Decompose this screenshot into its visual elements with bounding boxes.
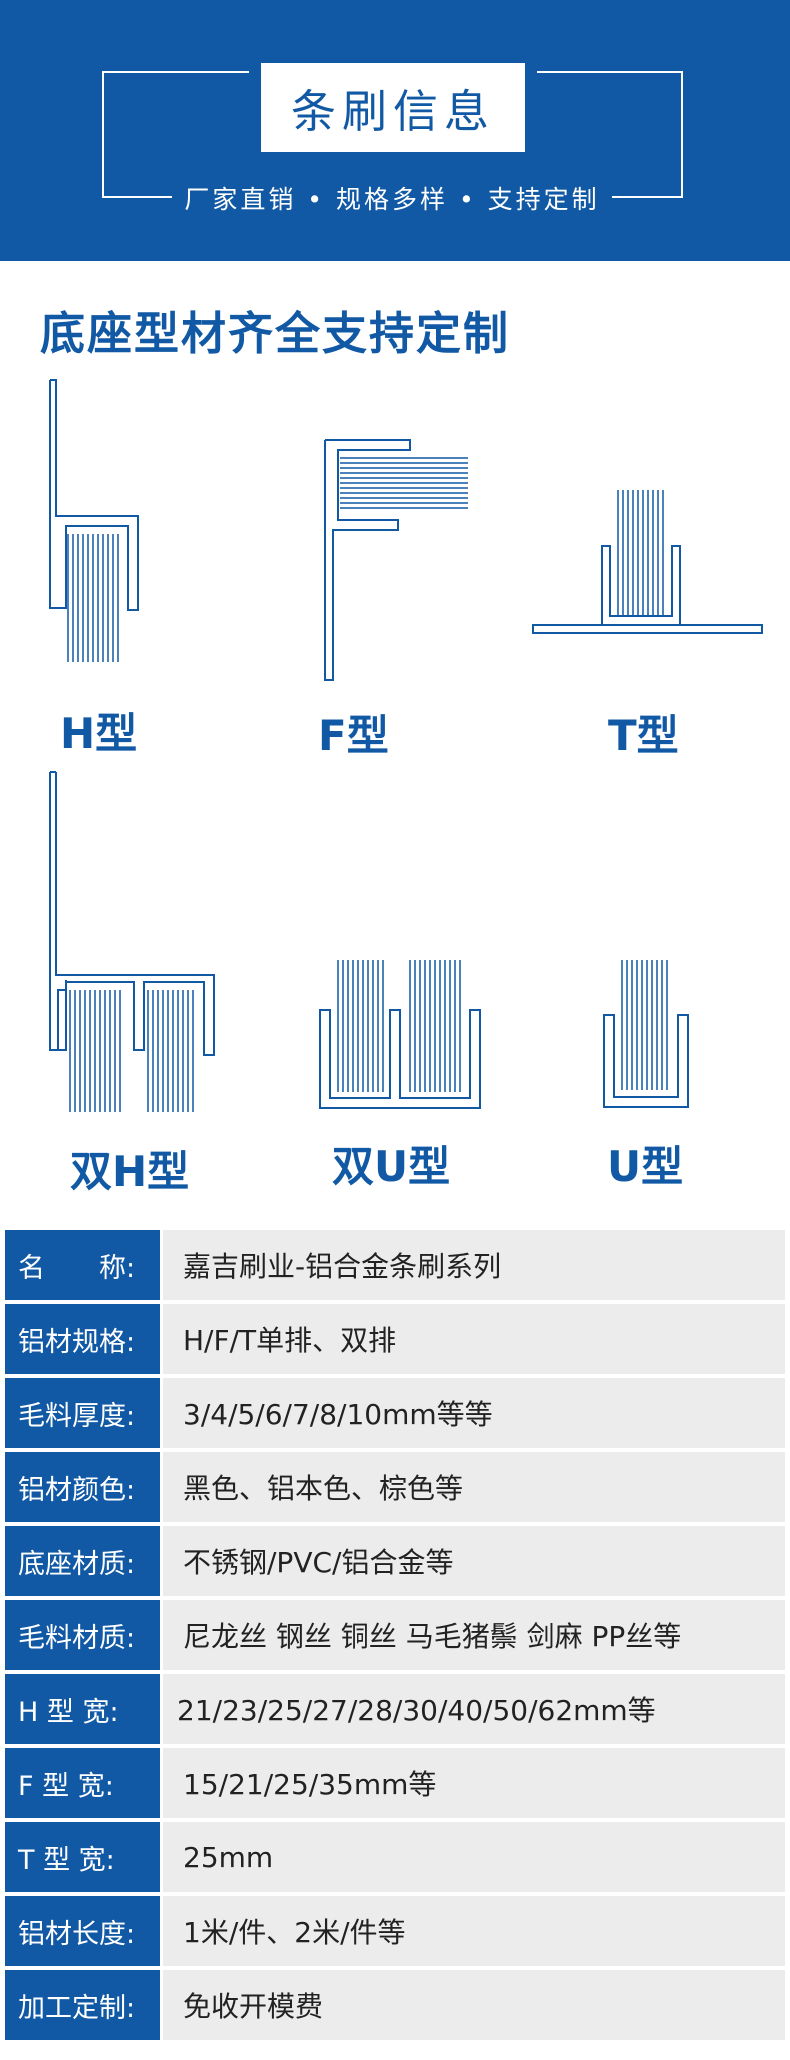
label-u-type: U型 <box>607 1142 684 1191</box>
spec-value: 3/4/5/6/7/8/10mm等等 <box>163 1378 785 1448</box>
spec-value: 尼龙丝 钢丝 铜丝 马毛猪鬃 剑麻 PP丝等 <box>163 1600 785 1670</box>
spec-row: 毛料厚度: 3/4/5/6/7/8/10mm等等 <box>0 1378 790 1448</box>
spec-row: 底座材质: 不锈钢/PVC/铝合金等 <box>0 1526 790 1596</box>
spec-row: T 型 宽: 25mm <box>0 1822 790 1892</box>
spec-value: 21/23/25/27/28/30/40/50/62mm等 <box>163 1674 785 1744</box>
spec-value: 嘉吉刷业-铝合金条刷系列 <box>163 1230 785 1300</box>
spec-row: 名 称: 嘉吉刷业-铝合金条刷系列 <box>0 1230 790 1300</box>
title-box: 条刷信息 <box>249 53 537 162</box>
u-profile-bristles <box>621 960 668 1090</box>
spec-key: 毛料材质: <box>5 1600 160 1670</box>
spec-key: 铝材规格: <box>5 1304 160 1374</box>
spec-row: F 型 宽: 15/21/25/35mm等 <box>0 1748 790 1818</box>
spec-row: 铝材规格: H/F/T单排、双排 <box>0 1304 790 1374</box>
title-plate: 条刷信息 <box>261 63 525 152</box>
label-double-u-type: 双U型 <box>332 1142 451 1191</box>
section-title: 底座型材齐全支持定制 <box>40 307 511 360</box>
label-h-type: H型 <box>60 709 138 758</box>
spec-key: 加工定制: <box>5 1970 160 2040</box>
double-h-profile-diagram <box>49 771 215 1112</box>
double-h-bristles-left <box>69 990 121 1112</box>
t-profile-diagram <box>532 490 763 634</box>
spec-key: F 型 宽: <box>5 1748 160 1818</box>
f-profile-diagram <box>324 439 468 681</box>
header-banner: 条刷信息 厂家直销 • 规格多样 • 支持定制 <box>0 0 790 261</box>
spec-key: 名 称: <box>5 1230 160 1300</box>
h-profile-bristles <box>67 534 119 662</box>
spec-key: T 型 宽: <box>5 1822 160 1892</box>
spec-row: H 型 宽: 21/23/25/27/28/30/40/50/62mm等 <box>0 1674 790 1744</box>
spec-row: 铝材长度: 1米/件、2米/件等 <box>0 1896 790 1966</box>
spec-value: 1米/件、2米/件等 <box>163 1896 785 1966</box>
spec-value: 黑色、铝本色、棕色等 <box>163 1452 785 1522</box>
t-profile-bristles <box>617 490 664 616</box>
u-profile-diagram <box>603 960 689 1108</box>
spec-row: 铝材颜色: 黑色、铝本色、棕色等 <box>0 1452 790 1522</box>
label-double-h-type: 双H型 <box>70 1147 190 1196</box>
spec-key: 铝材长度: <box>5 1896 160 1966</box>
f-profile-bristles <box>340 457 468 509</box>
spec-key: H 型 宽: <box>5 1674 160 1744</box>
spec-key: 底座材质: <box>5 1526 160 1596</box>
label-f-type: F型 <box>318 711 389 760</box>
spec-value: 免收开模费 <box>163 1970 785 2040</box>
double-u-bristles-right <box>409 960 461 1092</box>
label-t-type: T型 <box>608 711 679 760</box>
spec-key: 毛料厚度: <box>5 1378 160 1448</box>
banner-subtitle: 厂家直销 • 规格多样 • 支持定制 <box>172 176 612 220</box>
double-h-bristles-right <box>147 990 194 1112</box>
double-u-profile-diagram <box>319 960 481 1109</box>
spec-key: 铝材颜色: <box>5 1452 160 1522</box>
profile-diagrams <box>49 379 763 1112</box>
h-profile-diagram <box>49 379 139 662</box>
spec-value: 不锈钢/PVC/铝合金等 <box>163 1526 785 1596</box>
double-u-bristles-left <box>337 960 384 1092</box>
banner-title: 条刷信息 <box>290 85 495 138</box>
spec-value: H/F/T单排、双排 <box>163 1304 785 1374</box>
spec-row: 毛料材质: 尼龙丝 钢丝 铜丝 马毛猪鬃 剑麻 PP丝等 <box>0 1600 790 1670</box>
spec-value: 15/21/25/35mm等 <box>163 1748 785 1818</box>
spec-row: 加工定制: 免收开模费 <box>0 1970 790 2040</box>
spec-value: 25mm <box>163 1822 785 1892</box>
